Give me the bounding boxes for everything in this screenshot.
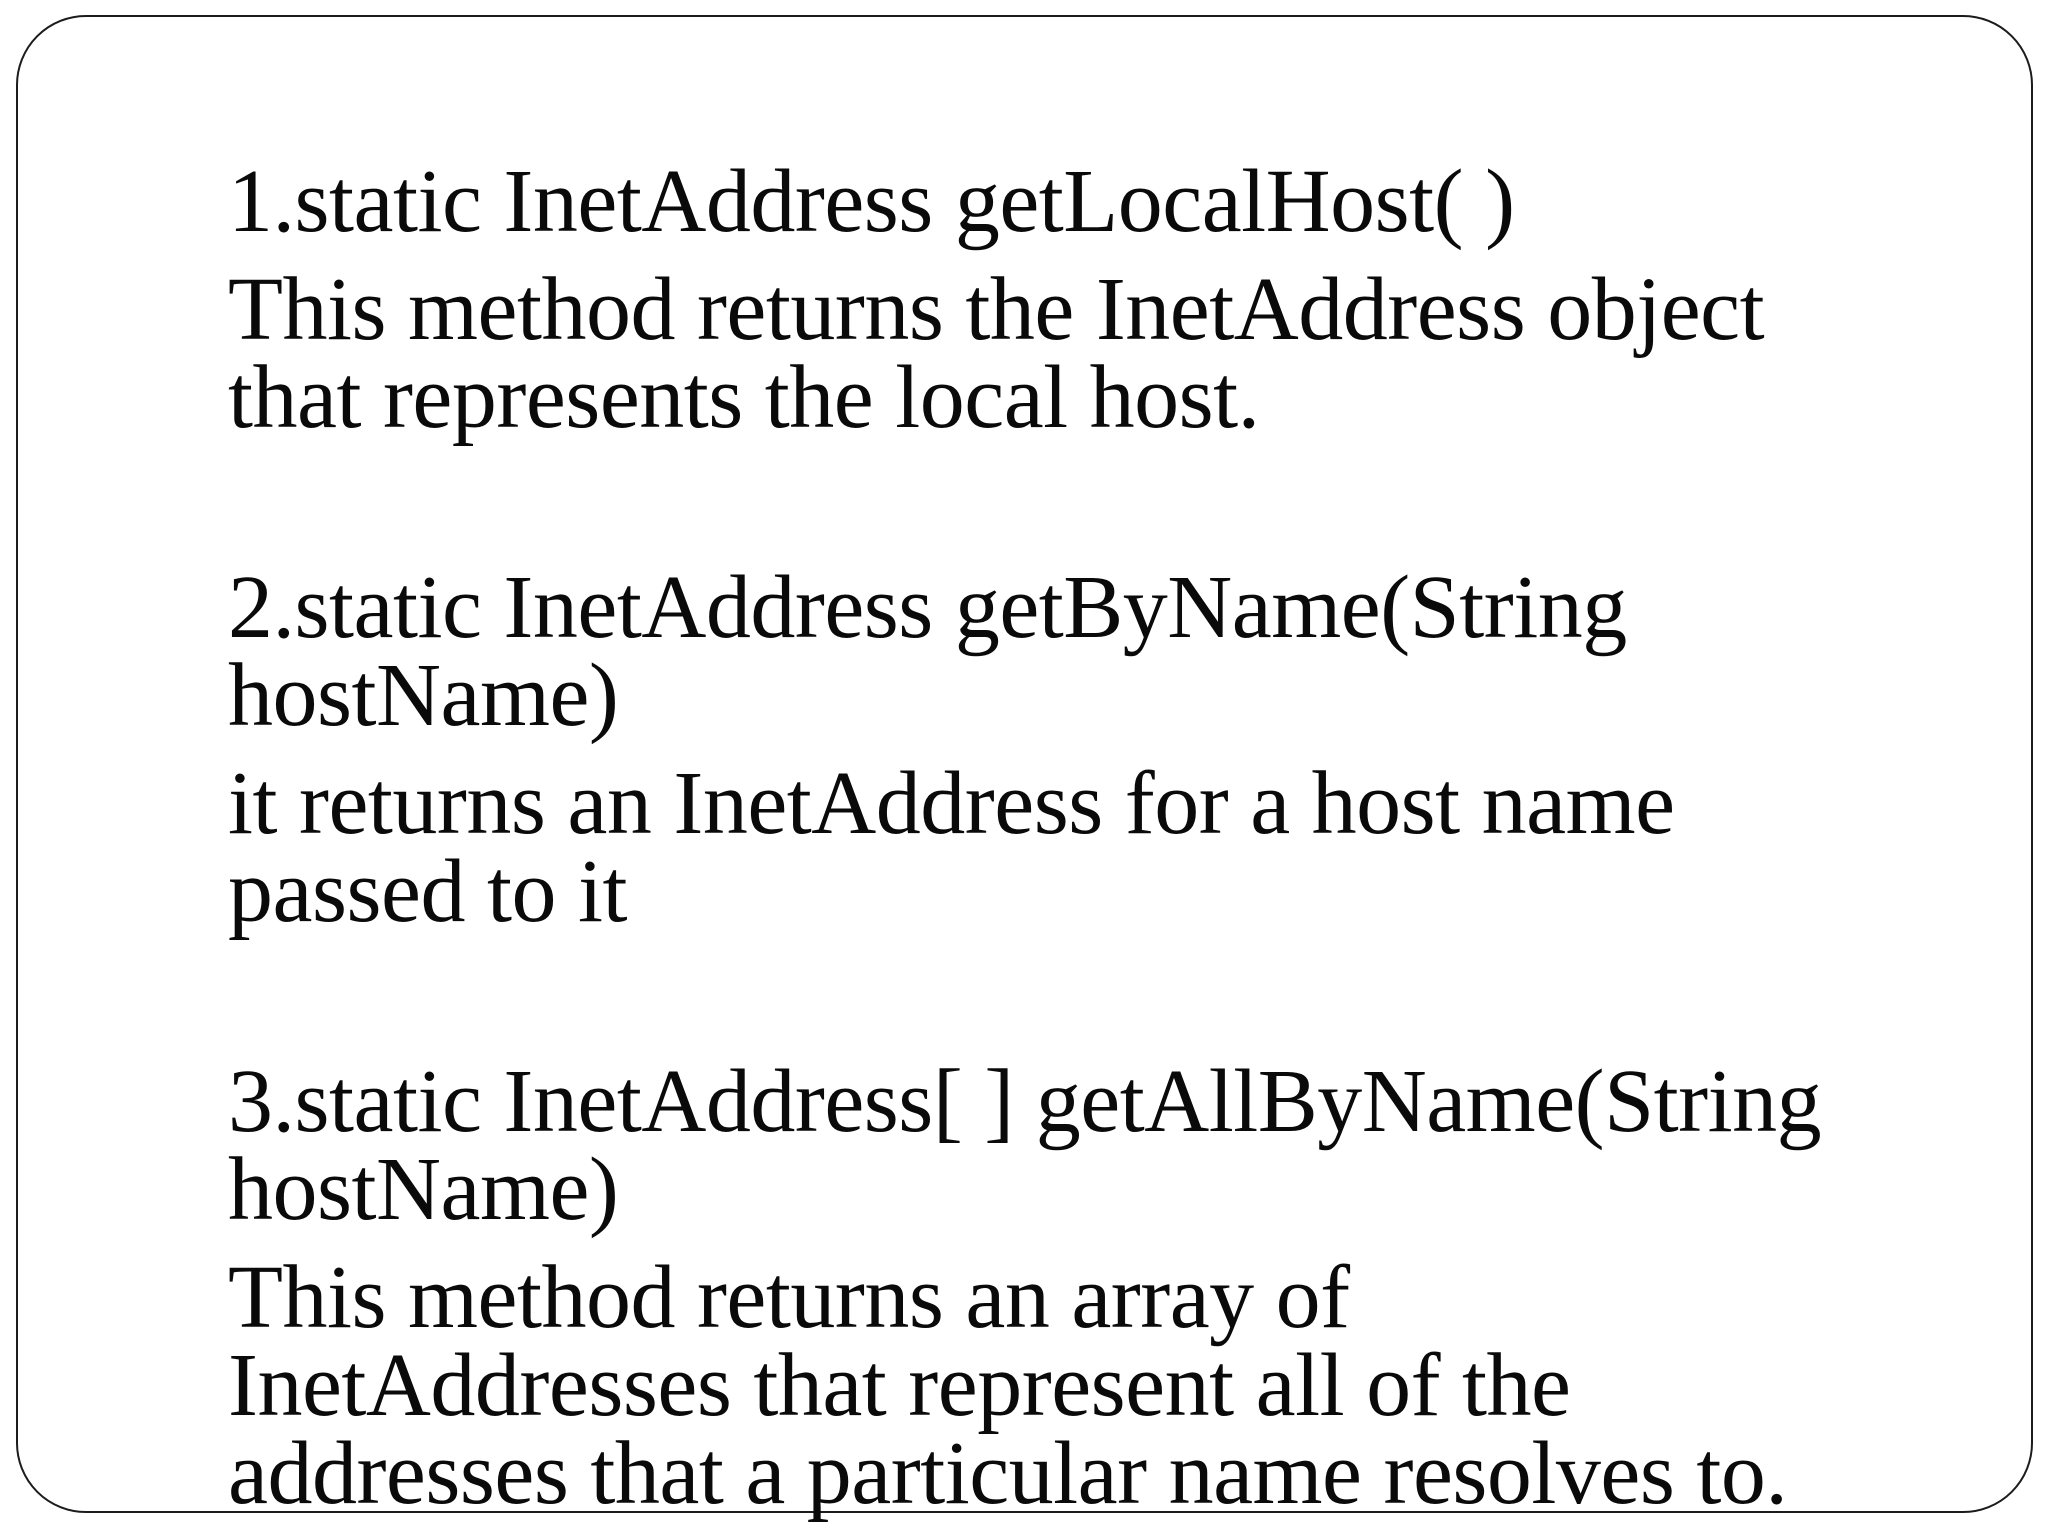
- slide-content: 1.static InetAddress getLocalHost( ) Thi…: [228, 152, 2028, 1523]
- method-signature: 3.static InetAddress[ ] getAllByName(Str…: [228, 1052, 2028, 1239]
- method-signature: 1.static InetAddress getLocalHost( ): [228, 152, 2028, 251]
- method-item-getlocalhost: 1.static InetAddress getLocalHost( ) Thi…: [228, 152, 2028, 447]
- method-signature-line: 3.static InetAddress[ ] getAllByName(Str…: [228, 1052, 1822, 1151]
- method-item-getallbyname: 3.static InetAddress[ ] getAllByName(Str…: [228, 1052, 2028, 1523]
- method-signature-line: 1.static InetAddress getLocalHost( ): [228, 152, 1515, 251]
- method-description: This method returns an array of InetAddr…: [228, 1248, 2028, 1523]
- method-description: This method returns the InetAddress obje…: [228, 260, 2028, 447]
- method-item-getbyname: 2.static InetAddress getByName(String ho…: [228, 558, 2028, 941]
- method-description-line: that represents the local host.: [228, 348, 1260, 447]
- method-description-line: addresses that a particular name resolve…: [228, 1424, 1788, 1523]
- method-signature: 2.static InetAddress getByName(String ho…: [228, 558, 2028, 745]
- method-signature-line: hostName): [228, 646, 619, 745]
- method-signature-line: hostName): [228, 1140, 619, 1239]
- method-signature-line: 2.static InetAddress getByName(String: [228, 558, 1627, 657]
- method-description-line: InetAddresses that represent all of the: [228, 1336, 1571, 1435]
- method-description-line: This method returns an array of: [228, 1248, 1350, 1347]
- method-description-line: passed to it: [228, 842, 627, 941]
- method-description-line: This method returns the InetAddress obje…: [228, 260, 1765, 359]
- method-description-line: it returns an InetAddress for a host nam…: [228, 754, 1675, 853]
- method-description: it returns an InetAddress for a host nam…: [228, 754, 2028, 941]
